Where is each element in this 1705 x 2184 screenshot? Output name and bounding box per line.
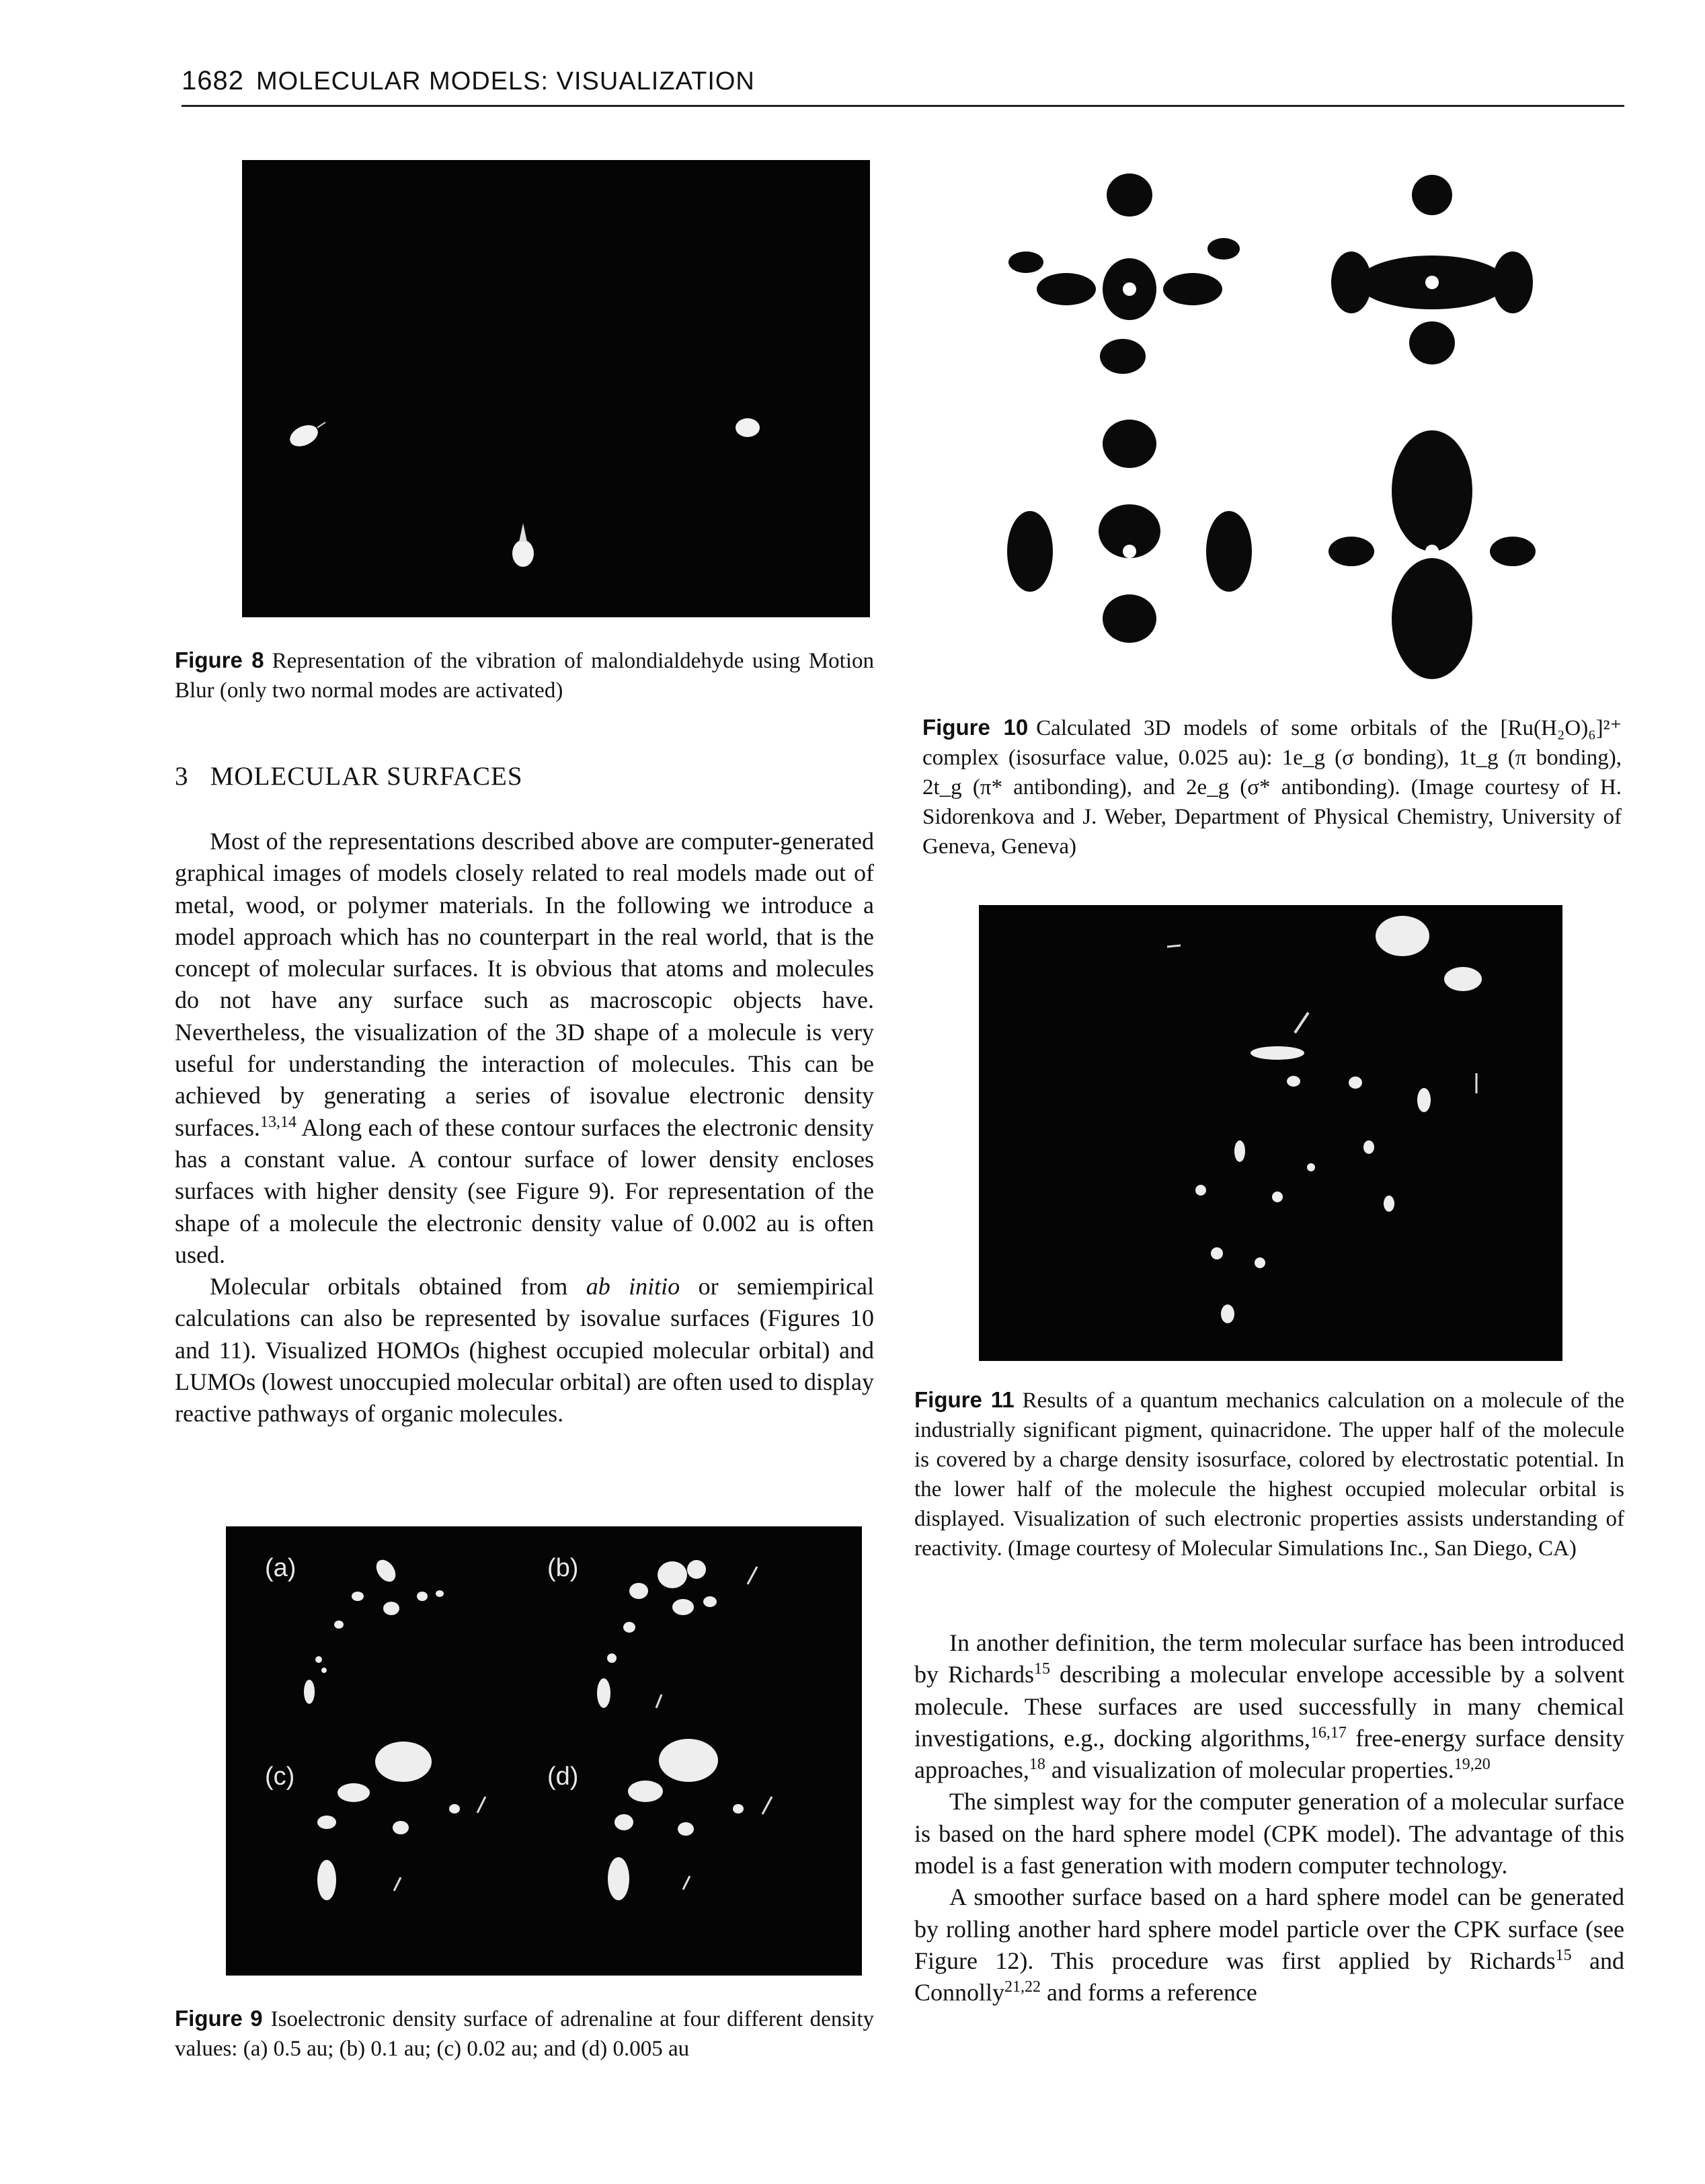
figure-8-caption-text: Representation of the vibration of malon… — [175, 649, 875, 703]
figure-9-graphic: (a) (b) (c) (d) — [265, 1554, 773, 1900]
panel-label-b: (b) — [547, 1554, 578, 1582]
running-title: MOLECULAR MODELS: VISUALIZATION — [255, 67, 755, 95]
orbital-2eg — [1329, 430, 1536, 679]
figure-9-image: (a) (b) (c) (d) — [226, 1526, 862, 1976]
panel-c-density — [317, 1742, 487, 1900]
figure-8-image — [242, 160, 870, 617]
section-title: MOLECULAR SURFACES — [210, 762, 523, 791]
orbital-1tg — [1331, 175, 1533, 364]
section-heading: 3 MOLECULAR SURFACES — [175, 761, 523, 791]
right-paragraph-3: A smoother surface based on a hard spher… — [914, 1883, 1625, 2006]
section-number: 3 — [175, 762, 189, 791]
left-paragraph-2: Molecular orbitals obtained from ab init… — [175, 1273, 874, 1428]
figure-11-caption-text: Results of a quantum mechanics calculati… — [914, 1389, 1624, 1561]
figure-10-label: Figure 10 — [922, 715, 1029, 740]
figure-11-image — [979, 905, 1562, 1361]
figure-11-graphic — [1166, 916, 1482, 1323]
figure-11-label: Figure 11 — [914, 1387, 1015, 1412]
figure-9-label: Figure 9 — [175, 2006, 263, 2031]
right-paragraph-2: The simplest way for the computer genera… — [914, 1788, 1624, 1879]
page-number: 1682 — [182, 66, 244, 95]
figure-8-label: Figure 8 — [175, 648, 264, 672]
figure-10-image — [968, 155, 1573, 693]
figure-10-caption-text: Calculated 3D models of some orbitals of… — [922, 716, 1622, 859]
header-rule — [182, 105, 1624, 107]
orbital-2tg — [1007, 420, 1252, 643]
panel-label-d: (d) — [547, 1762, 578, 1791]
left-body-text: Most of the representations described ab… — [175, 826, 874, 1430]
figure-8-graphic — [290, 418, 760, 567]
figure-10-graphic — [1007, 173, 1536, 679]
panel-a-density — [304, 1559, 444, 1704]
running-header: 1682 MOLECULAR MODELS: VISUALIZATION — [182, 66, 755, 96]
panel-label-a: (a) — [265, 1554, 296, 1582]
right-paragraph-1: In another definition, the term molecula… — [914, 1629, 1624, 1784]
figure-9-caption-text: Isoelectronic density surface of adrenal… — [175, 2007, 875, 2061]
ref-13-14: 13,14 — [260, 1113, 296, 1131]
orbital-1eg — [1008, 173, 1240, 374]
panel-label-c: (c) — [265, 1762, 294, 1791]
panel-b-density — [597, 1560, 758, 1709]
left-paragraph-1: Most of the representations described ab… — [175, 828, 874, 1268]
panel-d-density — [608, 1739, 773, 1900]
right-body-text: In another definition, the term molecula… — [914, 1627, 1624, 2009]
